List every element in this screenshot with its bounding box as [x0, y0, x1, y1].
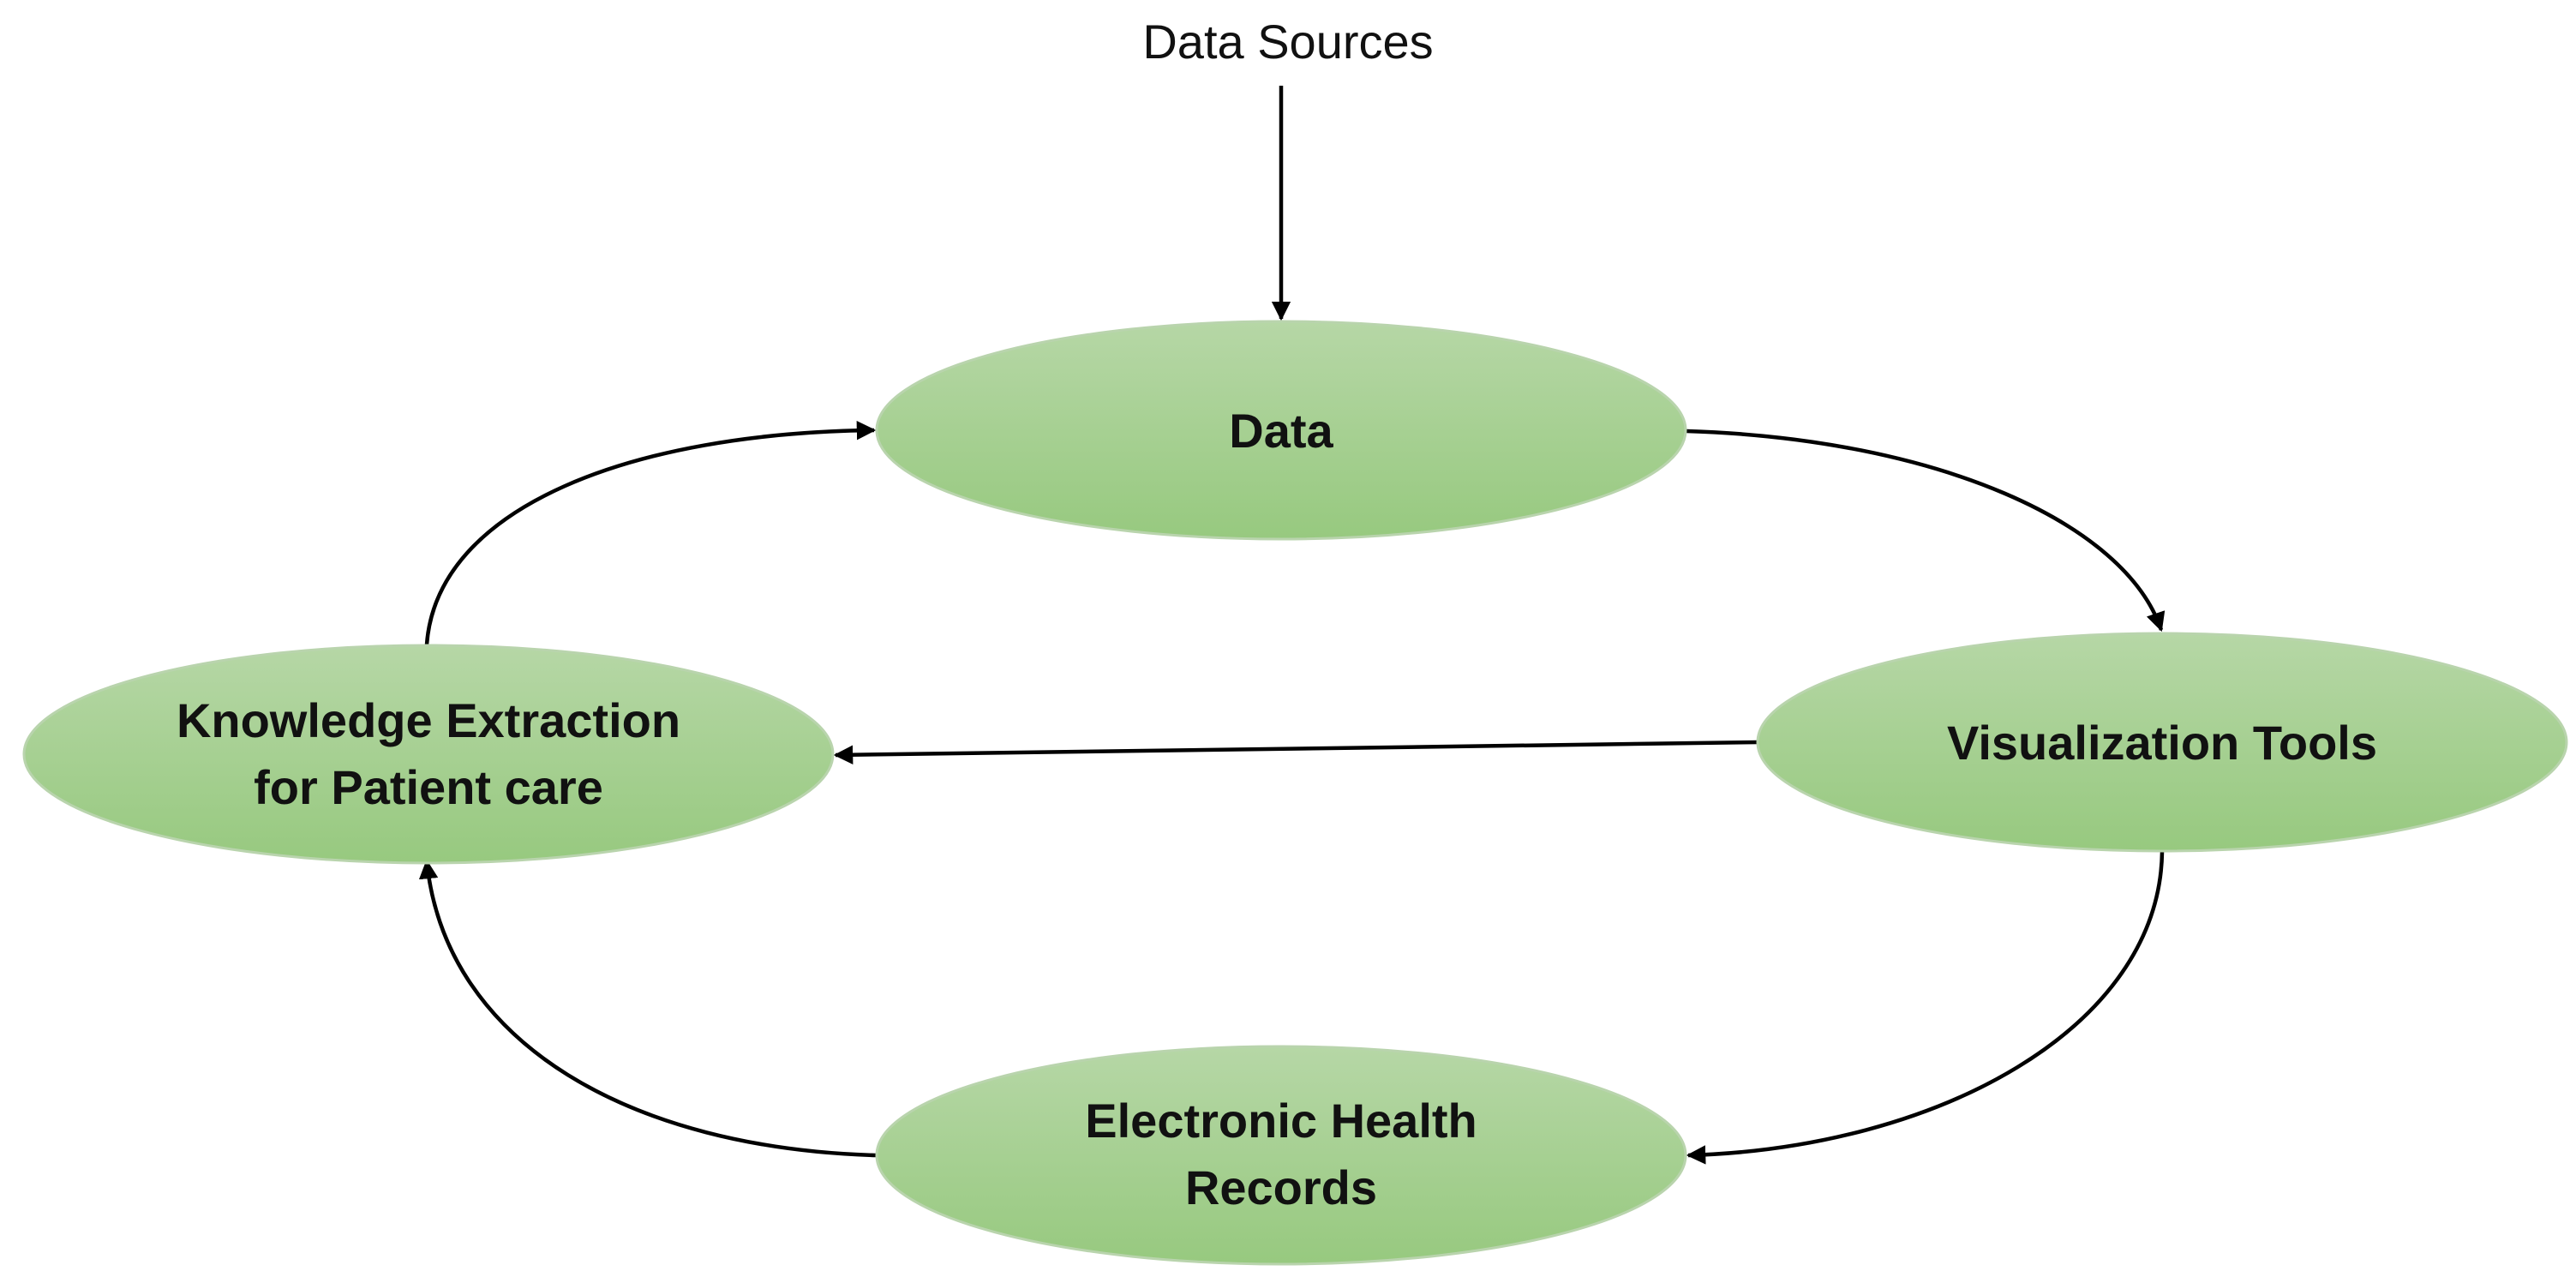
- arrow-data-to-visualization: [1686, 429, 2166, 633]
- node-knowledge-extraction: Knowledge Extraction for Patient care: [22, 644, 835, 865]
- node-electronic-health-records-label-line1: Electronic Health: [1085, 1094, 1477, 1148]
- node-data: Data: [875, 320, 1687, 541]
- arrow-knowledge-to-data: [424, 420, 877, 645]
- data-sources-label: Data Sources: [1142, 15, 1433, 69]
- arrow-visualization-to-knowledge: [833, 740, 1759, 764]
- node-data-label: Data: [1229, 404, 1333, 458]
- node-visualization-tools: Visualization Tools: [1756, 632, 2568, 853]
- arrow-ehr-to-knowledge: [418, 859, 877, 1158]
- node-knowledge-extraction-shape: [22, 644, 835, 865]
- node-electronic-health-records-shape: [875, 1045, 1687, 1266]
- node-electronic-health-records-label-line2: Records: [1185, 1160, 1377, 1214]
- arrow-visualization-to-ehr: [1686, 851, 2165, 1165]
- node-data-shape: [875, 320, 1687, 541]
- node-knowledge-extraction-label-line2: for Patient care: [254, 760, 603, 814]
- node-visualization-tools-label: Visualization Tools: [1947, 716, 2377, 770]
- node-visualization-tools-shape: [1756, 632, 2568, 853]
- node-electronic-health-records: Electronic Health Records: [875, 1045, 1687, 1266]
- node-knowledge-extraction-label-line1: Knowledge Extraction: [177, 693, 680, 747]
